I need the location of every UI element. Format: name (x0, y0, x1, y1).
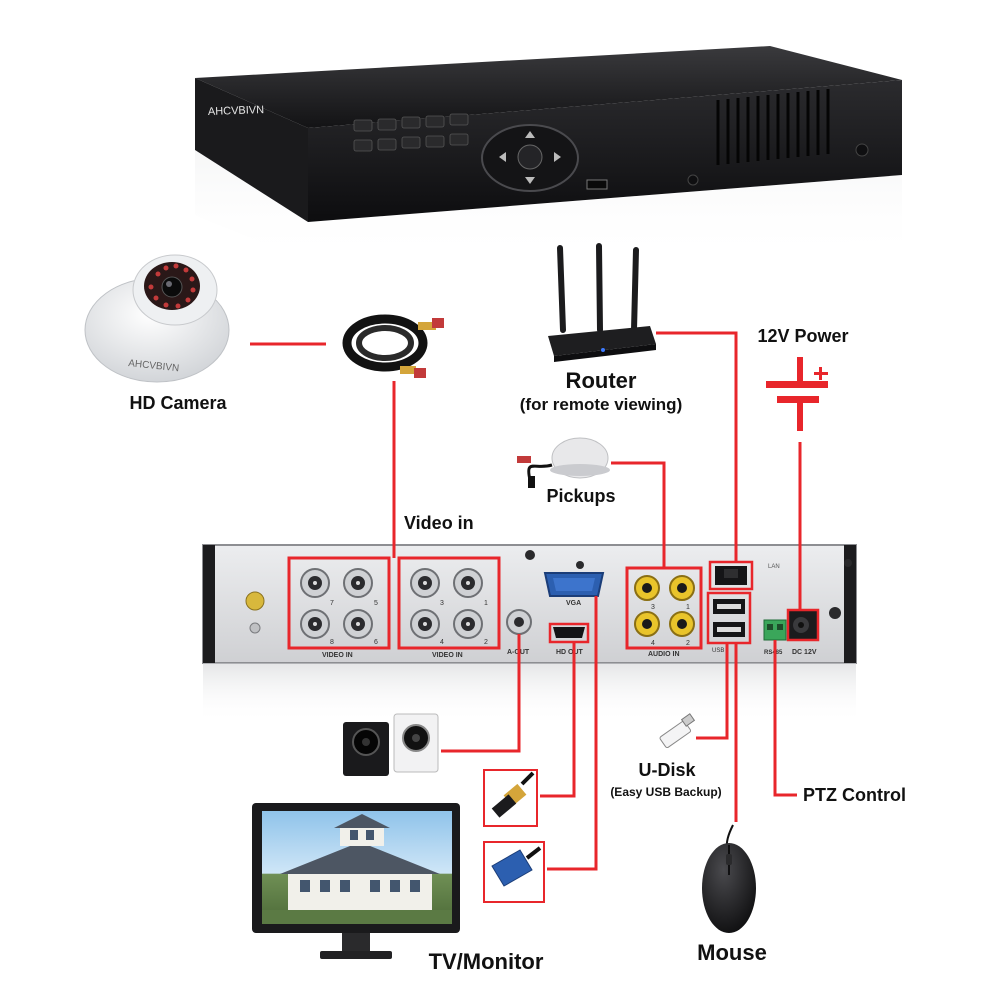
usb-ports: USB (706, 591, 752, 654)
hdmi-port: HD OUT (548, 622, 590, 656)
dvr-back-panel (202, 544, 857, 723)
bnc-connector (410, 609, 440, 639)
bnc-connector (343, 568, 373, 598)
vga-cable (483, 841, 545, 903)
bnc-number: 8 (330, 639, 334, 646)
label-ptz-control: PTZ Control (803, 785, 906, 805)
bnc-connector (410, 568, 440, 598)
power-symbol-icon (766, 357, 828, 431)
rca-connector (669, 575, 695, 601)
bnc-connector (453, 609, 483, 639)
video-cable-roll (342, 314, 444, 378)
label-12v-power: 12V Power (757, 326, 849, 346)
camera-logo: AHCVBIVN (128, 358, 180, 374)
rca-number: 2 (686, 640, 690, 647)
lan-port: LAN (708, 560, 780, 591)
rca-connector (669, 611, 695, 637)
hdmi-cable (483, 769, 538, 827)
dc-power-jack: DC 12V (786, 608, 820, 656)
label-router-sub: (for remote viewing) (519, 395, 683, 414)
hdmi-to-cable-line (540, 642, 576, 798)
usb-stick-icon (659, 713, 696, 749)
panel-label-usb: USB (712, 648, 724, 654)
label-mouse: Mouse (697, 940, 767, 965)
bnc-connector (343, 609, 373, 639)
dvr-unit-front: AHCVBIVN (195, 46, 902, 262)
rca-number: 1 (686, 604, 690, 611)
mouse (702, 824, 756, 933)
label-u-disk: U-Disk (638, 760, 696, 780)
vga-port: VGA (543, 572, 605, 607)
video-in-left-group: 7 5 8 6 (287, 556, 391, 650)
label-u-disk-sub: (Easy USB Backup) (610, 785, 722, 799)
panel-label-video-in-right: VIDEO IN (432, 652, 463, 659)
usb-to-udisk-line (696, 643, 729, 740)
panel-label-audio-in: AUDIO IN (648, 651, 680, 658)
bnc-number: 1 (484, 600, 488, 607)
label-pickups: Pickups (546, 486, 616, 506)
bnc-connector (300, 609, 330, 639)
rca-connector (634, 611, 660, 637)
router-to-lan-line (656, 331, 738, 562)
vga-to-cable-line (547, 596, 598, 871)
panel-label-dc12v: DC 12V (792, 649, 817, 656)
bnc-number: 4 (440, 639, 444, 646)
bnc-number: 5 (374, 600, 378, 607)
bnc-number: 2 (484, 639, 488, 646)
dvr-logo: AHCVBIVN (208, 104, 265, 118)
bnc-number: 6 (374, 639, 378, 646)
label-router: Router (565, 368, 637, 393)
label-tv-monitor: TV/Monitor (428, 949, 544, 974)
pickup-to-audio-line (611, 461, 666, 568)
speakers (343, 713, 439, 776)
rca-number: 4 (651, 640, 655, 647)
bnc-number: 3 (440, 600, 444, 607)
router (548, 243, 656, 362)
video-in-right-group: 3 1 4 2 (397, 556, 501, 650)
connection-lines (250, 331, 802, 871)
tv-monitor (252, 803, 460, 959)
panel-label-video-in-left: VIDEO IN (322, 652, 353, 659)
rca-number: 3 (651, 604, 655, 611)
bnc-connector (453, 568, 483, 598)
bnc-connector (300, 568, 330, 598)
audio-out-to-speakers-line (441, 634, 521, 753)
rca-connector (634, 575, 660, 601)
rs485-to-ptz-line (773, 640, 797, 797)
dvr-front-usb-port (586, 179, 608, 190)
label-hd-camera: HD Camera (129, 393, 227, 413)
panel-label-vga: VGA (566, 600, 581, 607)
bnc-number: 7 (330, 600, 334, 607)
panel-label-hd-out: HD OUT (556, 649, 584, 656)
panel-label-lan: LAN (768, 564, 780, 570)
label-video-in: Video in (404, 513, 474, 533)
audio-in-group: 3 1 4 2 AUDIO IN (625, 566, 703, 658)
hd-camera: AHCVBIVN (84, 254, 230, 383)
pickup-microphone (517, 437, 610, 488)
